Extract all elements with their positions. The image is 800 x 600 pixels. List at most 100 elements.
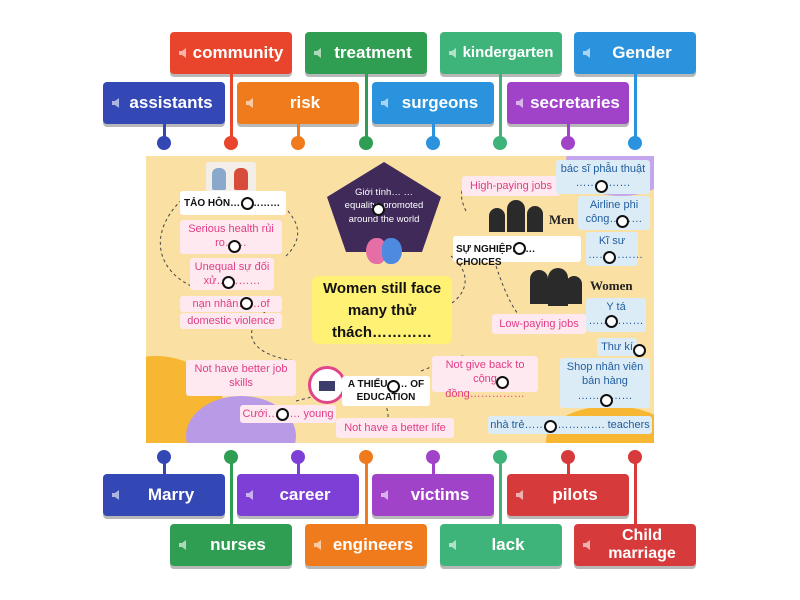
speaker-icon (583, 48, 590, 58)
women-silhouette-icon (530, 268, 586, 306)
drop-target-dot[interactable] (628, 136, 642, 150)
drop-target-dot[interactable] (493, 136, 507, 150)
drop-target-dot[interactable] (359, 450, 373, 464)
lack-education-box: A THIẾU…… OF EDUCATION (342, 376, 430, 406)
answer-tile-nurses[interactable]: nurses (170, 524, 292, 566)
victims-line-2: domestic violence (180, 313, 282, 329)
drop-target-dot[interactable] (224, 136, 238, 150)
blank-marker[interactable] (372, 203, 385, 216)
drop-target-dot[interactable] (359, 136, 373, 150)
speaker-icon (179, 48, 186, 58)
gender-heads-icon (366, 238, 406, 268)
blank-marker[interactable] (544, 420, 557, 433)
tile-label: Marry (147, 485, 195, 505)
career-choices-box: SỰ NGHIỆP……. CHOICES (453, 236, 581, 268)
connector-line (634, 74, 637, 140)
answer-tile-surgeons[interactable]: surgeons (372, 82, 494, 124)
speaker-icon (381, 490, 388, 500)
job-secretary: Thư kí (597, 338, 637, 356)
answer-tile-gender[interactable]: Gender (574, 32, 696, 74)
men-label: Men (549, 212, 575, 227)
answer-tile-risk[interactable]: risk (237, 82, 359, 124)
drop-target-dot[interactable] (157, 136, 171, 150)
blank-marker[interactable] (241, 197, 254, 210)
tile-label: treatment (334, 43, 412, 63)
tile-label: kindergarten (462, 44, 554, 62)
speaker-icon (314, 540, 321, 550)
tile-label: secretaries (530, 93, 620, 113)
blank-marker[interactable] (633, 344, 646, 357)
speaker-icon (516, 98, 523, 108)
connector-line (499, 74, 502, 140)
answer-tile-victims[interactable]: victims (372, 474, 494, 516)
blank-marker[interactable] (513, 242, 526, 255)
tao-hon-box: TẢO HÔN…………… (180, 191, 286, 215)
connector-line (230, 458, 233, 524)
not-give-back-box: Not give back to cộng đồng…………… (432, 356, 538, 400)
drop-target-dot[interactable] (426, 450, 440, 464)
blank-marker[interactable] (276, 408, 289, 421)
blank-marker[interactable] (603, 251, 616, 264)
graduation-icon (308, 366, 346, 404)
victims-line-1: nạn nhân……of (180, 296, 282, 312)
not-better-job-skills: Not have better job skills (186, 360, 296, 396)
unequal-treatment-box: Unequal sự đối xử………… (190, 258, 274, 290)
answer-tile-community[interactable]: community (170, 32, 292, 74)
job-pilot: Airline phi công……… (578, 196, 650, 230)
connector-line (567, 124, 570, 140)
drop-target-dot[interactable] (426, 136, 440, 150)
blank-marker[interactable] (616, 215, 629, 228)
connector-line (499, 458, 502, 524)
speaker-icon (314, 48, 321, 58)
answer-tile-secretaries[interactable]: secretaries (507, 82, 629, 124)
blank-marker[interactable] (595, 180, 608, 193)
answer-tile-assistants[interactable]: assistants (103, 82, 225, 124)
wedding-couple-icon (206, 162, 256, 192)
not-better-life-box: Not have a better life (336, 418, 454, 438)
drop-target-dot[interactable] (493, 450, 507, 464)
speaker-icon (246, 98, 253, 108)
job-kindergarten-teacher: nhà trẻ…………………. teachers (488, 416, 652, 434)
blank-marker[interactable] (387, 380, 400, 393)
high-paying-jobs: High-paying jobs (462, 176, 560, 196)
answer-tile-pilots[interactable]: pilots (507, 474, 629, 516)
tile-label: career (279, 485, 331, 505)
drop-target-dot[interactable] (224, 450, 238, 464)
answer-tile-marry[interactable]: Marry (103, 474, 225, 516)
answer-tile-engineers[interactable]: engineers (305, 524, 427, 566)
blank-marker[interactable] (496, 376, 509, 389)
blank-marker[interactable] (605, 315, 618, 328)
connector-line (634, 458, 637, 524)
drop-target-dot[interactable] (157, 450, 171, 464)
tile-label: community (192, 43, 284, 63)
connector-line (365, 74, 368, 140)
tile-label: Gender (612, 43, 672, 63)
answer-tile-career[interactable]: career (237, 474, 359, 516)
answer-tile-kindergarten[interactable]: kindergarten (440, 32, 562, 74)
connector-line (297, 124, 300, 140)
blank-marker[interactable] (222, 276, 235, 289)
connector-line (567, 458, 570, 474)
blank-marker[interactable] (240, 297, 253, 310)
women-label: Women (590, 278, 633, 293)
speaker-icon (516, 490, 523, 500)
connector-line (163, 124, 166, 140)
tile-label: risk (289, 93, 321, 113)
speaker-icon (381, 98, 388, 108)
speaker-icon (246, 490, 253, 500)
drop-target-dot[interactable] (628, 450, 642, 464)
tile-label: pilots (552, 485, 598, 505)
answer-tile-lack[interactable]: lack (440, 524, 562, 566)
drop-target-dot[interactable] (291, 450, 305, 464)
drop-target-dot[interactable] (561, 136, 575, 150)
connector-line (432, 124, 435, 140)
drop-target-dot[interactable] (561, 450, 575, 464)
connector-line (163, 458, 166, 474)
answer-tile-child-marriage[interactable]: Child marriage (574, 524, 696, 566)
drop-target-dot[interactable] (291, 136, 305, 150)
men-silhouette-icon (489, 200, 547, 232)
answer-tile-treatment[interactable]: treatment (305, 32, 427, 74)
connector-line (297, 458, 300, 474)
blank-marker[interactable] (600, 394, 613, 407)
blank-marker[interactable] (228, 240, 241, 253)
